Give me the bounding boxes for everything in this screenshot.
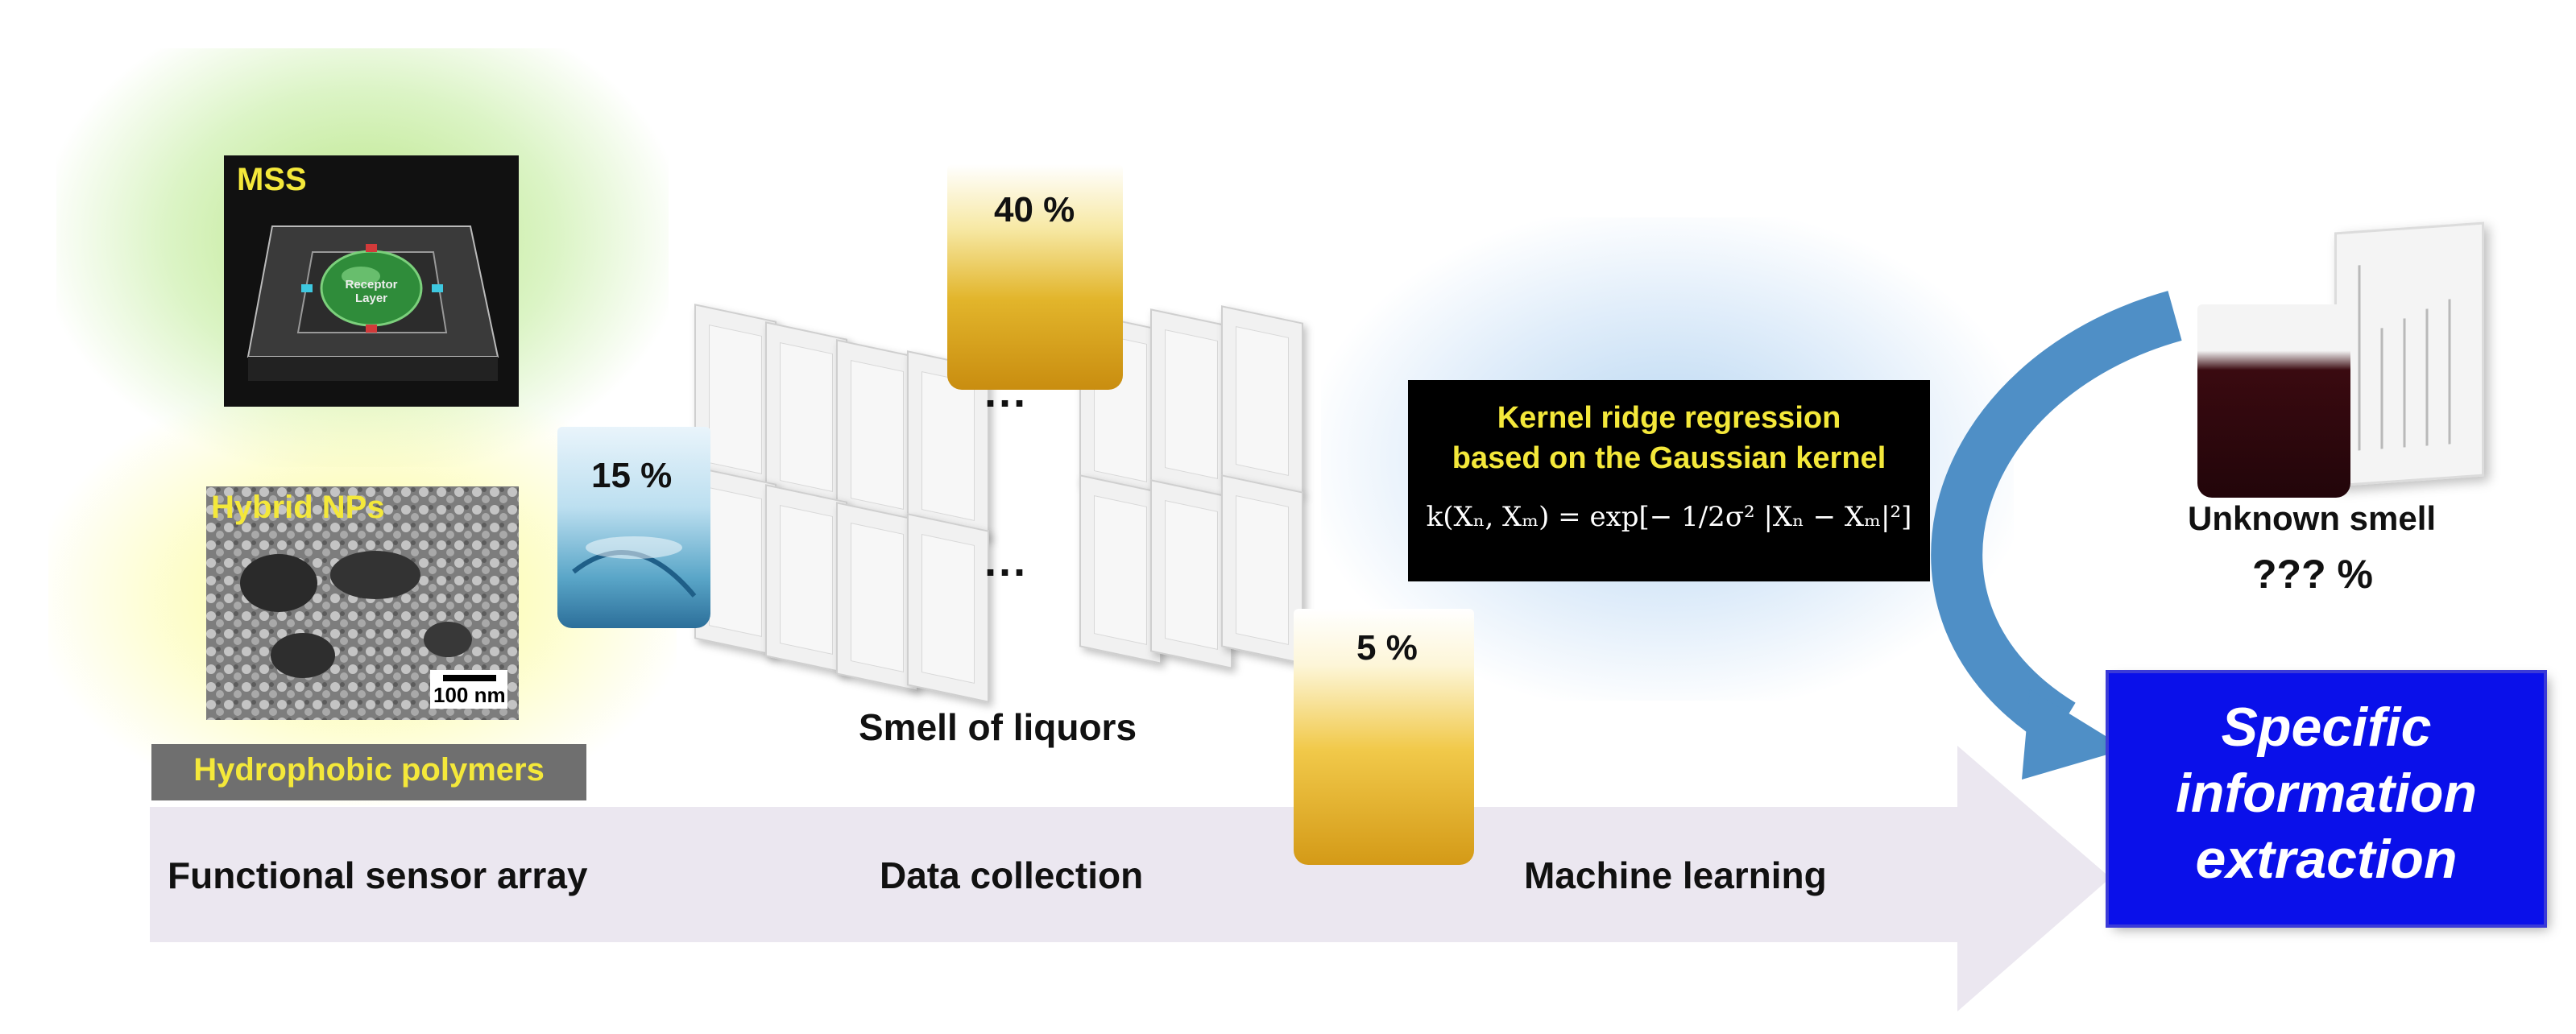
unknown-smell-label: Unknown smell [2188, 499, 2437, 537]
ellipsis-bottom: ··· [984, 548, 1028, 597]
sample-percent-40: 40 % [994, 190, 1075, 230]
mss-chip-illustration [246, 225, 499, 381]
output-text: Specific information extraction [2109, 694, 2544, 892]
unknown-percent: ??? % [2252, 552, 2373, 597]
output-line2: information [2176, 763, 2477, 824]
output-line3: extraction [2195, 829, 2458, 890]
kernel-title-line2: based on the Gaussian kernel [1452, 441, 1886, 475]
sample-percent-15: 15 % [591, 456, 673, 495]
scale-bar-label: 100 nm [433, 683, 506, 707]
kernel-title-line1: Kernel ridge regression [1497, 401, 1841, 435]
response-trace [2358, 265, 2451, 451]
mss-sensor-image: MSS Receptor Layer [224, 155, 519, 407]
output-line1: Specific [2221, 697, 2432, 758]
mss-label: MSS [237, 162, 307, 197]
smell-of-liquors-caption: Smell of liquors [859, 706, 1137, 748]
specific-information-extraction-box: Specific information extraction [2109, 673, 2544, 924]
sample-percent-5: 5 % [1356, 628, 1418, 668]
hybrid-np-sem-image: Hybrid NPs 100 nm [206, 486, 519, 720]
hydrophobic-polymers-label: Hydrophobic polymers [193, 752, 545, 788]
kernel-regression-box: Kernel ridge regression based on the Gau… [1408, 380, 1930, 581]
receptor-layer-label: Receptor Layer [345, 278, 398, 305]
hybrid-np-label: Hybrid NPs [211, 490, 385, 525]
liquor-glass-15 [557, 427, 710, 628]
hydrophobic-polymers-box: Hydrophobic polymers [151, 744, 586, 800]
liquor-glass-5 [1294, 609, 1474, 865]
glass-highlight [572, 536, 697, 598]
scale-bar [443, 675, 496, 681]
unknown-liquor-glass [2197, 304, 2350, 498]
stage-data-collection: Data collection [880, 854, 1144, 896]
gaussian-kernel-formula: k(Xₙ, Xₘ) = exp[− 1/2σ² |Xₙ − Xₘ|²] [1426, 501, 1912, 533]
liquor-glass-40 [947, 164, 1123, 390]
unknown-response-card [2334, 221, 2484, 487]
stage-machine-learning: Machine learning [1524, 854, 1827, 896]
scale-bar-box: 100 nm [430, 670, 507, 709]
stage-functional-sensor-array: Functional sensor array [168, 854, 588, 896]
